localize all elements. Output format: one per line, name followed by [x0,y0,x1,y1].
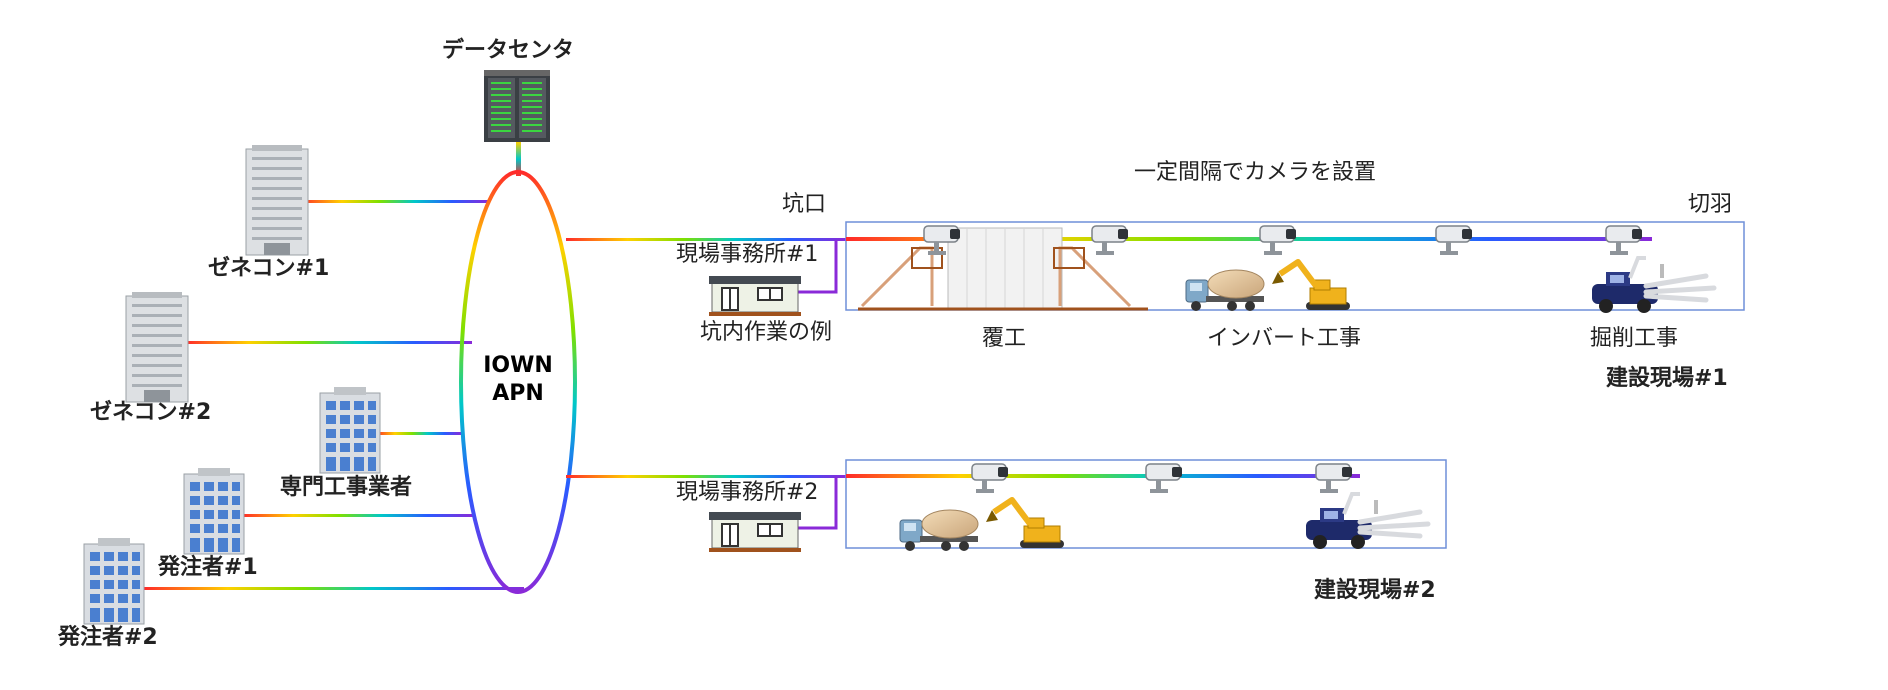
construction-site-2 [845,459,1447,552]
site2-frame [845,459,1447,549]
construction-site-1 [845,221,1745,313]
tunnel-portal-label: 坑口 [782,192,827,217]
tunnel-drill-jumbo-icon [1306,494,1428,549]
camera-note: 一定間隔でカメラを設置 [1134,160,1377,185]
excavator-icon [1272,262,1350,310]
zenecon1-label: ゼネコン#1 [208,256,330,281]
office-building-blue-icon [83,537,145,625]
office2-label: 現場事務所#2 [676,480,819,505]
server-rack-icon [484,70,550,142]
site1-label: 建設現場#1 [1606,366,1728,391]
specialist-label: 専門工事業者 [280,475,413,500]
zenecon2-label: ゼネコン#2 [90,400,212,425]
surveillance-camera-icon [1315,463,1353,494]
surveillance-camera-icon [971,463,1009,494]
site1-frame [845,221,1745,311]
site-office-icon [708,275,802,317]
excavator-icon [986,500,1064,548]
line-zenecon2 [186,341,472,344]
site1-camera-line [846,237,1652,241]
iown-apn-line2: APN [492,380,544,406]
lining-label: 覆工 [981,326,1027,351]
iown-apn-ring [459,170,577,594]
line-ring-to-site2 [566,475,846,478]
excavation-label: 掘削工事 [1589,326,1679,351]
tunnel-face-label: 切羽 [1688,192,1733,217]
site-office-icon [708,511,802,553]
line-client2 [144,587,524,590]
line-datacenter [516,142,521,176]
surveillance-camera-icon [1259,225,1297,256]
mixer-truck-icon [1185,269,1265,312]
surveillance-camera-icon [1145,463,1183,494]
surveillance-camera-icon [1091,225,1129,256]
invert-label: インバート工事 [1206,326,1362,351]
client2-label: 発注者#2 [58,625,158,650]
office2-drop-line [790,477,838,530]
iown-apn-line1: IOWN [483,353,553,378]
office-building-blue-icon [319,386,381,474]
client1-label: 発注者#1 [158,555,258,580]
office-building-gray-icon [125,291,189,403]
surveillance-camera-icon [1435,225,1473,256]
datacenter-label: データセンタ [442,38,575,63]
office-building-blue-icon [183,467,245,555]
line-specialist [376,432,462,435]
line-client1 [242,514,474,517]
office1-label: 現場事務所#1 [676,242,819,267]
line-ring-to-site1 [566,238,846,241]
tunnel-drill-jumbo-icon [1592,258,1714,313]
mixer-truck-icon [899,509,979,552]
office1-drop-line [790,240,838,294]
surveillance-camera-icon [1605,225,1643,256]
left-connection-lines [144,200,524,590]
office-building-gray-icon [245,144,309,256]
site2-label: 建設現場#2 [1314,578,1436,603]
work-example-label: 坑内作業の例 [700,320,833,345]
site2-camera-line [846,474,1360,478]
iown-apn-label: IOWN APN [478,352,558,407]
lining-formwork-icon [858,227,1148,311]
line-zenecon1 [300,200,490,203]
